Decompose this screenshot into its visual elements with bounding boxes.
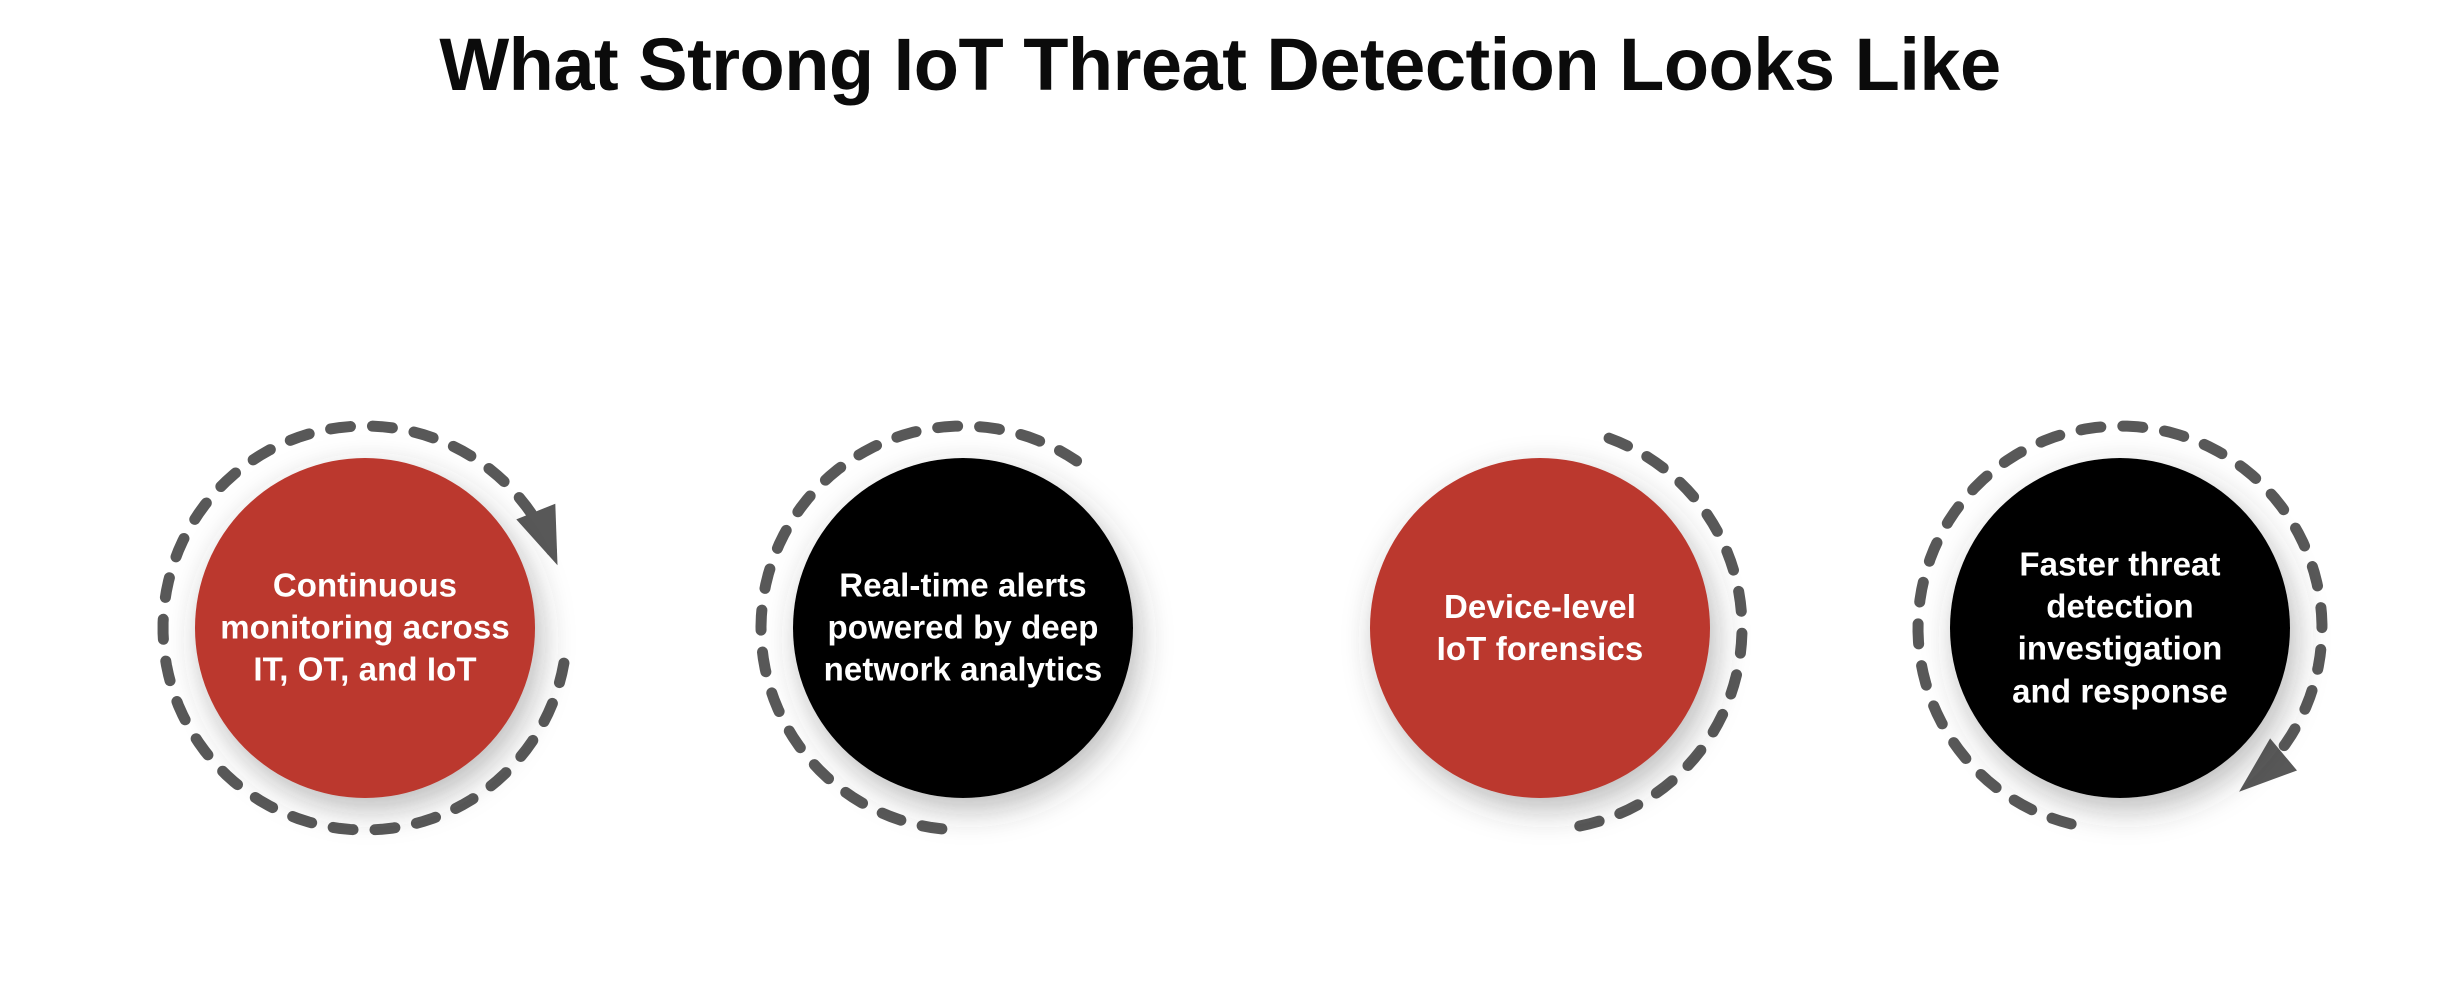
orbit-arc-4 <box>1912 420 2328 830</box>
orbit-arc-3 <box>1562 432 1748 834</box>
page-title: What Strong IoT Threat Detection Looks L… <box>439 23 2001 106</box>
node-circle-3[interactable] <box>1370 458 1710 798</box>
node-circle-2[interactable] <box>793 458 1133 798</box>
orbit-arc-1 <box>157 420 570 836</box>
circles-layer <box>195 458 2290 798</box>
arrowhead-left-4 <box>2239 738 2297 792</box>
orbit-arc-2 <box>755 420 1099 835</box>
node-circle-1[interactable] <box>195 458 535 798</box>
arrowhead-right-1 <box>516 503 558 566</box>
arcs-layer <box>157 420 2328 836</box>
node-circle-4[interactable] <box>1950 458 2290 798</box>
